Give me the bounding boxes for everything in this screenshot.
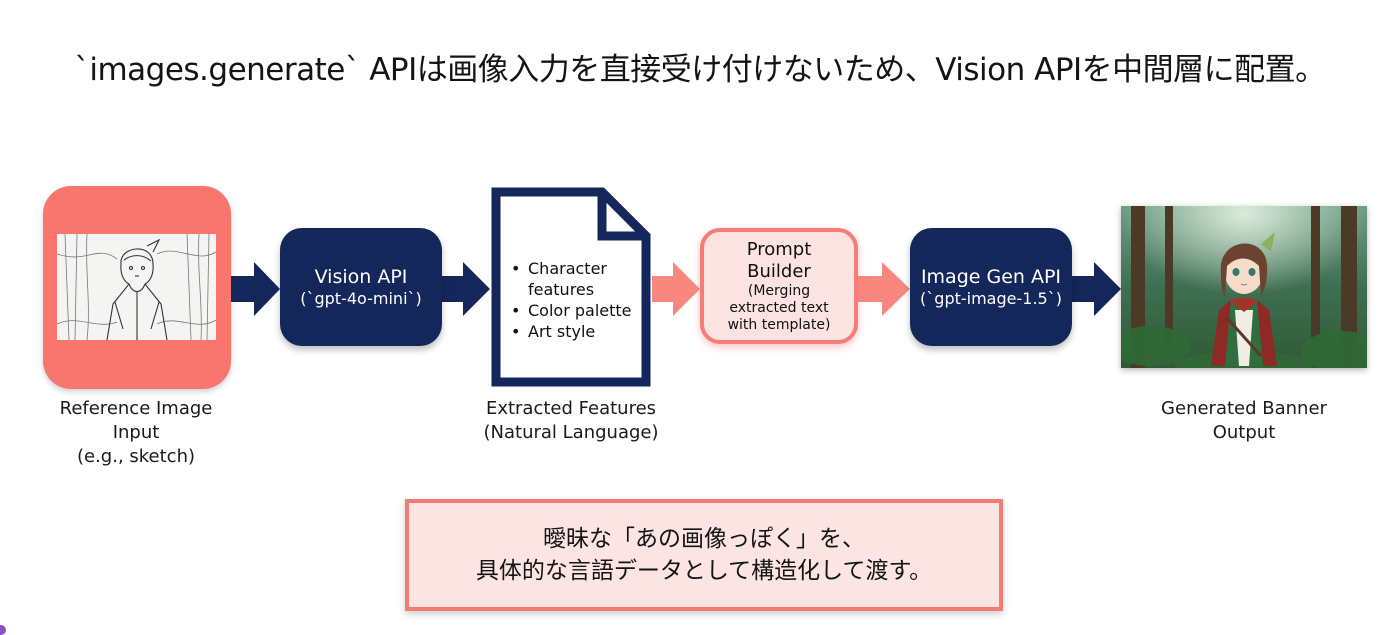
sketch-image bbox=[57, 234, 216, 340]
prompt-builder-box: Prompt Builder (Merging extracted text w… bbox=[700, 228, 858, 344]
generated-banner-image bbox=[1121, 206, 1367, 368]
arrow-vision-to-features bbox=[442, 262, 490, 316]
callout-line: 曖昧な「あの画像っぽく」を、 bbox=[543, 526, 865, 552]
caption-line: Generated Banner bbox=[1161, 398, 1327, 419]
arrow-features-to-prompt bbox=[652, 262, 700, 316]
caption-line: Output bbox=[1212, 422, 1276, 443]
prompt-builder-title: Prompt bbox=[746, 238, 812, 260]
caption-line: (Natural Language) bbox=[483, 422, 659, 443]
arrow-reference-to-vision bbox=[231, 262, 280, 316]
caption-line: Extracted Features bbox=[485, 398, 657, 419]
callout-line: 具体的な言語データとして構造化して渡す。 bbox=[475, 558, 933, 584]
arrow-prompt-to-imagegen bbox=[858, 262, 910, 316]
features-list: Character features Color palette Art sty… bbox=[508, 258, 648, 342]
caption-line: Input bbox=[112, 422, 160, 443]
features-list-item: Art style bbox=[508, 321, 648, 342]
features-list-item: Character features bbox=[508, 258, 648, 300]
slide-title: `images.generate` APIは画像入力を直接受け付けないため、Vi… bbox=[74, 52, 1326, 88]
image-gen-api-title: Image Gen API bbox=[920, 266, 1062, 288]
vision-api-model: (`gpt-4o-mini`) bbox=[300, 289, 422, 308]
prompt-builder-title: Builder bbox=[747, 260, 811, 282]
caption-line: Reference Image bbox=[59, 398, 213, 419]
image-gen-api-box: Image Gen API (`gpt-image-1.5`) bbox=[910, 228, 1072, 346]
reference-image-card bbox=[43, 186, 231, 389]
summary-callout: 曖昧な「あの画像っぽく」を、 具体的な言語データとして構造化して渡す。 bbox=[405, 499, 1003, 611]
cursor-indicator bbox=[0, 625, 6, 635]
vision-api-title: Vision API bbox=[314, 266, 408, 288]
arrow-imagegen-to-output bbox=[1072, 262, 1121, 316]
reference-image-caption: Reference Image Input (e.g., sketch) bbox=[30, 397, 242, 469]
prompt-builder-desc: with template) bbox=[727, 316, 831, 333]
features-caption: Extracted Features (Natural Language) bbox=[460, 397, 682, 445]
image-gen-api-model: (`gpt-image-1.5`) bbox=[920, 289, 1062, 308]
output-caption: Generated Banner Output bbox=[1130, 397, 1358, 445]
prompt-builder-desc: (Merging bbox=[747, 282, 811, 299]
prompt-builder-desc: extracted text bbox=[729, 299, 829, 316]
vision-api-box: Vision API (`gpt-4o-mini`) bbox=[280, 228, 442, 346]
caption-line: (e.g., sketch) bbox=[76, 446, 196, 467]
features-list-item: Color palette bbox=[508, 300, 648, 321]
